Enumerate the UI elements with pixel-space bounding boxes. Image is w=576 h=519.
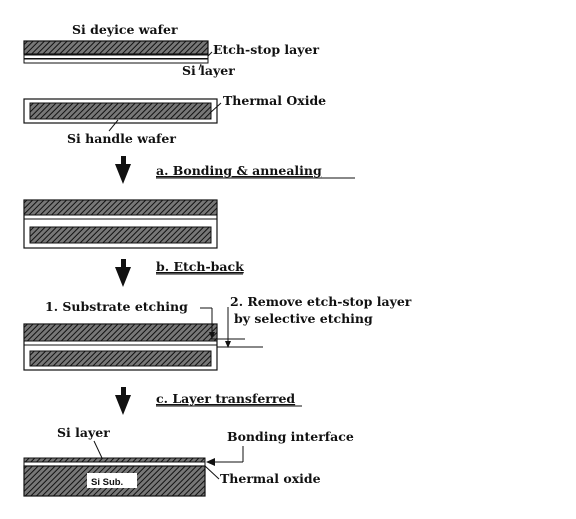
label-etch-stop-layer: Etch-stop layer <box>213 42 319 57</box>
label-si-device-wafer: Si deyice wafer <box>72 22 178 37</box>
etch-arrow-icon <box>225 341 231 348</box>
step-c-label: c. Layer transferred <box>156 391 295 406</box>
label-si-handle-wafer: Si handle wafer <box>67 131 176 146</box>
etched-stack <box>23 323 218 371</box>
label-bonding-interface: Bonding interface <box>227 429 354 444</box>
interface-arrow-icon <box>206 458 215 466</box>
bonded-stack <box>23 199 218 249</box>
leader-si-layer-final <box>93 440 103 459</box>
label-si-layer-top: Si layer <box>182 63 235 78</box>
label-thermal-oxide-top: Thermal Oxide <box>223 93 326 108</box>
step-a-label: a. Bonding & annealing <box>156 163 322 178</box>
step-b-label: b. Etch-back <box>156 259 244 274</box>
etch-arrow-icon <box>209 332 215 339</box>
arrow-down-icon <box>115 259 131 287</box>
device-wafer <box>23 40 209 64</box>
label-si-sub: Si Sub. <box>91 477 123 488</box>
label-substrate-etching: 1. Substrate etching <box>45 299 188 314</box>
handle-wafer <box>23 98 218 124</box>
label-remove-etch-stop-2: by selective etching <box>234 311 373 326</box>
soi-wafer <box>23 457 206 497</box>
leader-si-layer <box>198 63 202 71</box>
arrow-down-icon <box>115 156 131 184</box>
label-thermal-oxide-final: Thermal oxide <box>220 471 321 486</box>
arrow-down-icon <box>115 387 131 415</box>
label-remove-etch-stop-1: 2. Remove etch-stop layer <box>230 294 412 309</box>
leader-thermal-oxide <box>209 102 222 114</box>
leader-thermal-oxide-final <box>204 465 220 480</box>
leader-si-handle <box>108 119 119 132</box>
leader-etch-stop <box>207 51 213 57</box>
label-si-layer-final: Si layer <box>57 425 110 440</box>
